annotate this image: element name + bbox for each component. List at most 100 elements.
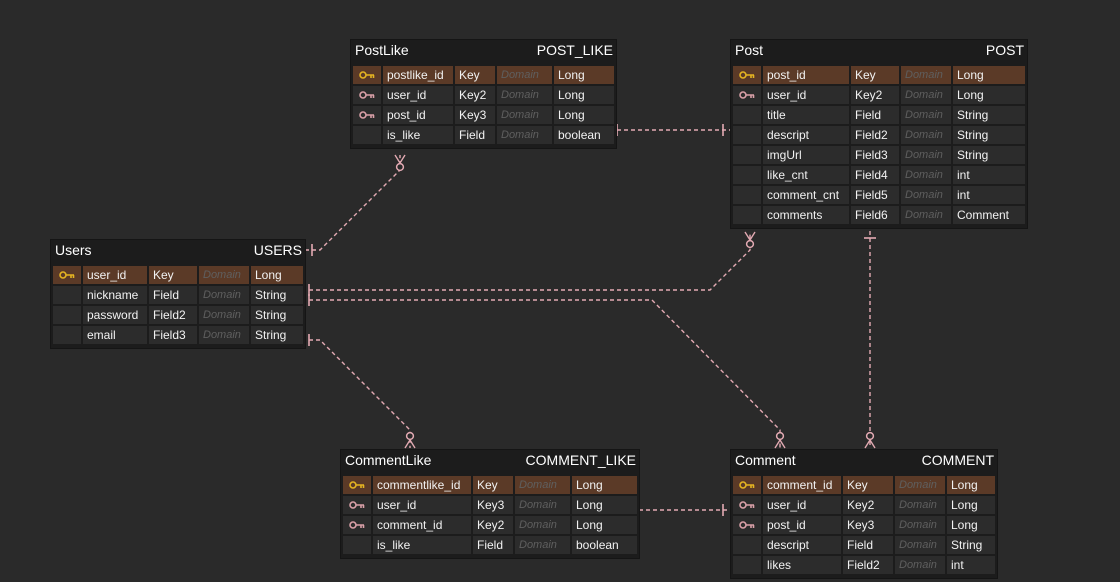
entity-name: Users — [55, 242, 92, 258]
cardinality-zero-mark — [405, 431, 415, 441]
crowfoot-mark — [774, 439, 781, 449]
attribute-key-cell — [53, 266, 81, 284]
relationship-comment-commentlike[interactable] — [632, 504, 730, 516]
entity-header[interactable]: Users USERS — [51, 240, 305, 260]
relationship-post-postlike[interactable] — [610, 124, 730, 136]
relationship-users-comment[interactable] — [302, 294, 786, 449]
attribute-key-type: Key2 — [851, 86, 899, 104]
cardinality-zero-mark — [745, 239, 755, 249]
relationship-users-post[interactable] — [302, 231, 756, 296]
primary-key-icon — [59, 271, 75, 279]
attribute-domain: Domain — [199, 306, 249, 324]
attribute-domain: Domain — [901, 166, 951, 184]
attribute-datatype: Long — [554, 86, 614, 104]
cardinality-zero-mark — [865, 431, 875, 441]
attribute-name: title — [763, 106, 849, 124]
attribute-datatype: String — [251, 306, 303, 324]
entity-header[interactable]: CommentLike COMMENT_LIKE — [341, 450, 639, 470]
attribute-key-type: Key2 — [473, 516, 513, 534]
entity-table-name: USERS — [253, 242, 302, 258]
attribute-key-cell — [733, 146, 761, 164]
attribute-datatype: Long — [572, 496, 637, 514]
foreign-key-icon — [359, 111, 375, 119]
attribute-domain: Domain — [895, 476, 945, 494]
entity-name: CommentLike — [345, 452, 432, 468]
relationship-line — [302, 339, 411, 448]
crowfoot-mark — [779, 439, 786, 449]
crowfoot-mark — [399, 154, 406, 164]
crowfoot-mark — [749, 231, 756, 241]
attribute-key-type: Key2 — [843, 496, 893, 514]
attribute-key-type: Key3 — [455, 106, 495, 124]
relationship-users-postlike[interactable] — [305, 154, 406, 256]
attribute-domain: Domain — [497, 86, 552, 104]
relationship-post-comment[interactable] — [864, 231, 876, 449]
attribute-key-type: Key — [851, 66, 899, 84]
attribute-domain: Domain — [515, 536, 570, 554]
attribute-datatype: Long — [947, 496, 995, 514]
attribute-name: descript — [763, 126, 849, 144]
attribute-key-type: Field4 — [851, 166, 899, 184]
attribute-name: post_id — [763, 516, 841, 534]
attribute-name: user_id — [383, 86, 453, 104]
primary-key-icon — [359, 71, 375, 79]
attribute-key-type: Field3 — [149, 326, 197, 344]
crowfoot-mark — [869, 439, 876, 449]
attribute-key-type: Key — [843, 476, 893, 494]
relationship-users-commentlike[interactable] — [302, 334, 416, 449]
attribute-key-type: Field — [473, 536, 513, 554]
attribute-domain: Domain — [199, 326, 249, 344]
attribute-domain: Domain — [199, 286, 249, 304]
attribute-key-type: Field2 — [149, 306, 197, 324]
attribute-domain: Domain — [199, 266, 249, 284]
attribute-key-cell — [733, 536, 761, 554]
attribute-datatype: Long — [572, 476, 637, 494]
entity-table-name: COMMENT_LIKE — [525, 452, 636, 468]
crowfoot-mark — [394, 154, 401, 164]
attribute-key-cell — [53, 306, 81, 324]
attribute-key-cell — [733, 126, 761, 144]
attribute-datatype: Long — [554, 66, 614, 84]
attribute-name: comment_cnt — [763, 186, 849, 204]
entity-name: PostLike — [355, 42, 409, 58]
attribute-name: password — [83, 306, 147, 324]
attribute-name: postlike_id — [383, 66, 453, 84]
attribute-key-cell — [733, 66, 761, 84]
